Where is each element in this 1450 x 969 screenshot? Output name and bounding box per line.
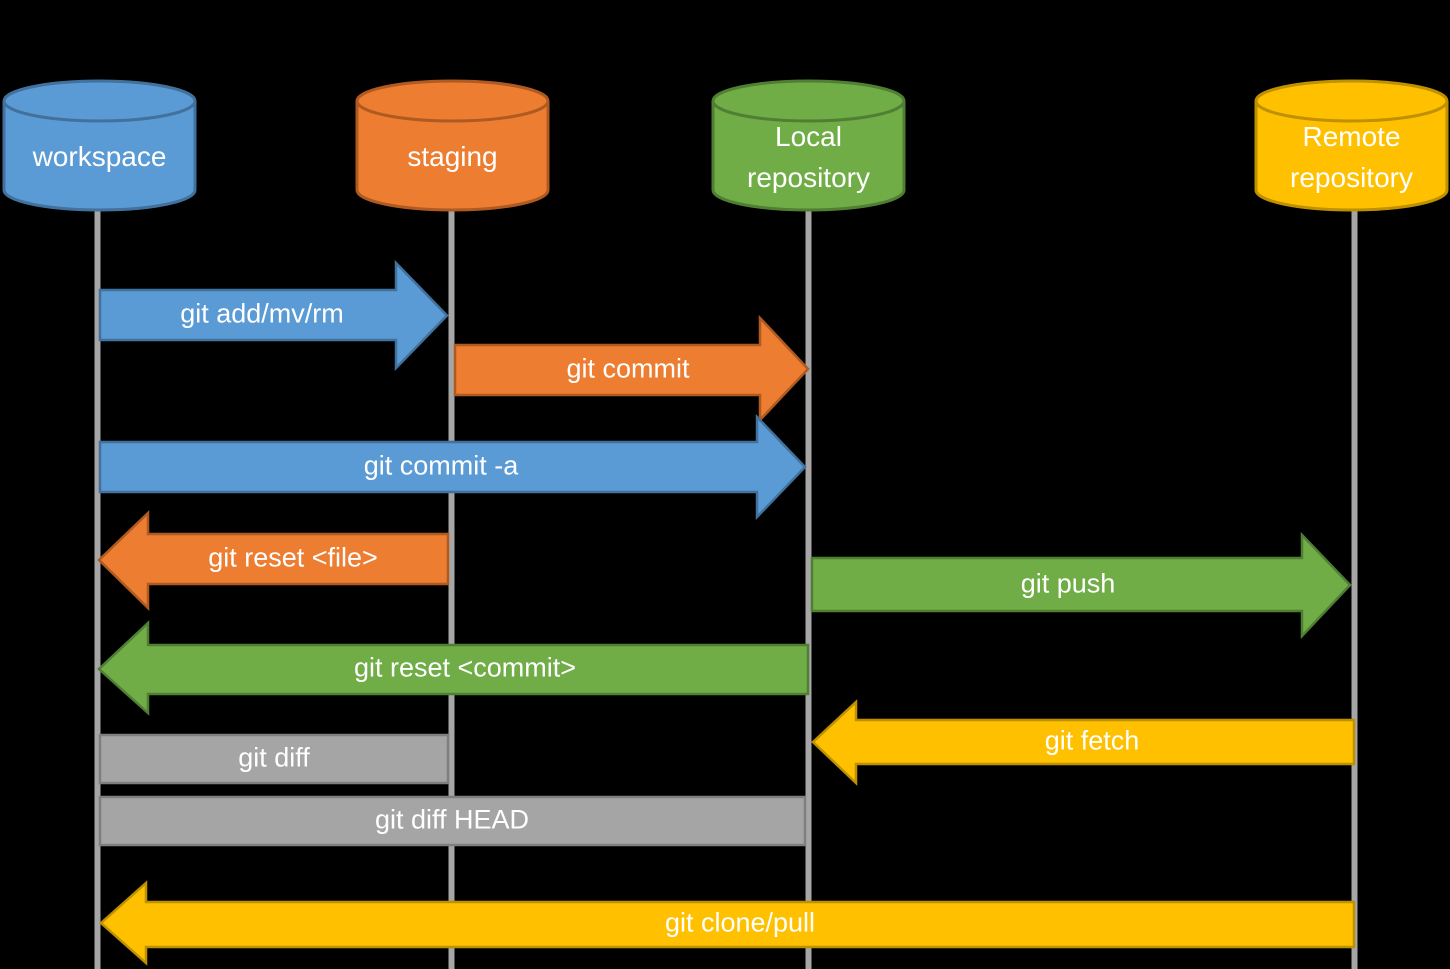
cylinder-local-repository xyxy=(711,79,906,212)
arrow-git-add-mv-rm xyxy=(98,259,449,372)
arrow-git-commit-a xyxy=(98,413,807,521)
cylinder-staging xyxy=(355,79,550,212)
bar-git-diff-head xyxy=(98,795,807,847)
arrow-git-commit xyxy=(453,314,810,424)
arrow-git-push xyxy=(810,531,1352,640)
bar-git-diff xyxy=(98,733,450,785)
cylinder-workspace xyxy=(2,79,197,212)
arrow-git-clone-pull xyxy=(99,880,1356,966)
arrow-git-reset-file xyxy=(97,510,450,611)
cylinder-remote-repository xyxy=(1254,79,1449,212)
arrow-git-reset-commit xyxy=(97,620,810,716)
arrow-git-fetch xyxy=(811,699,1356,786)
